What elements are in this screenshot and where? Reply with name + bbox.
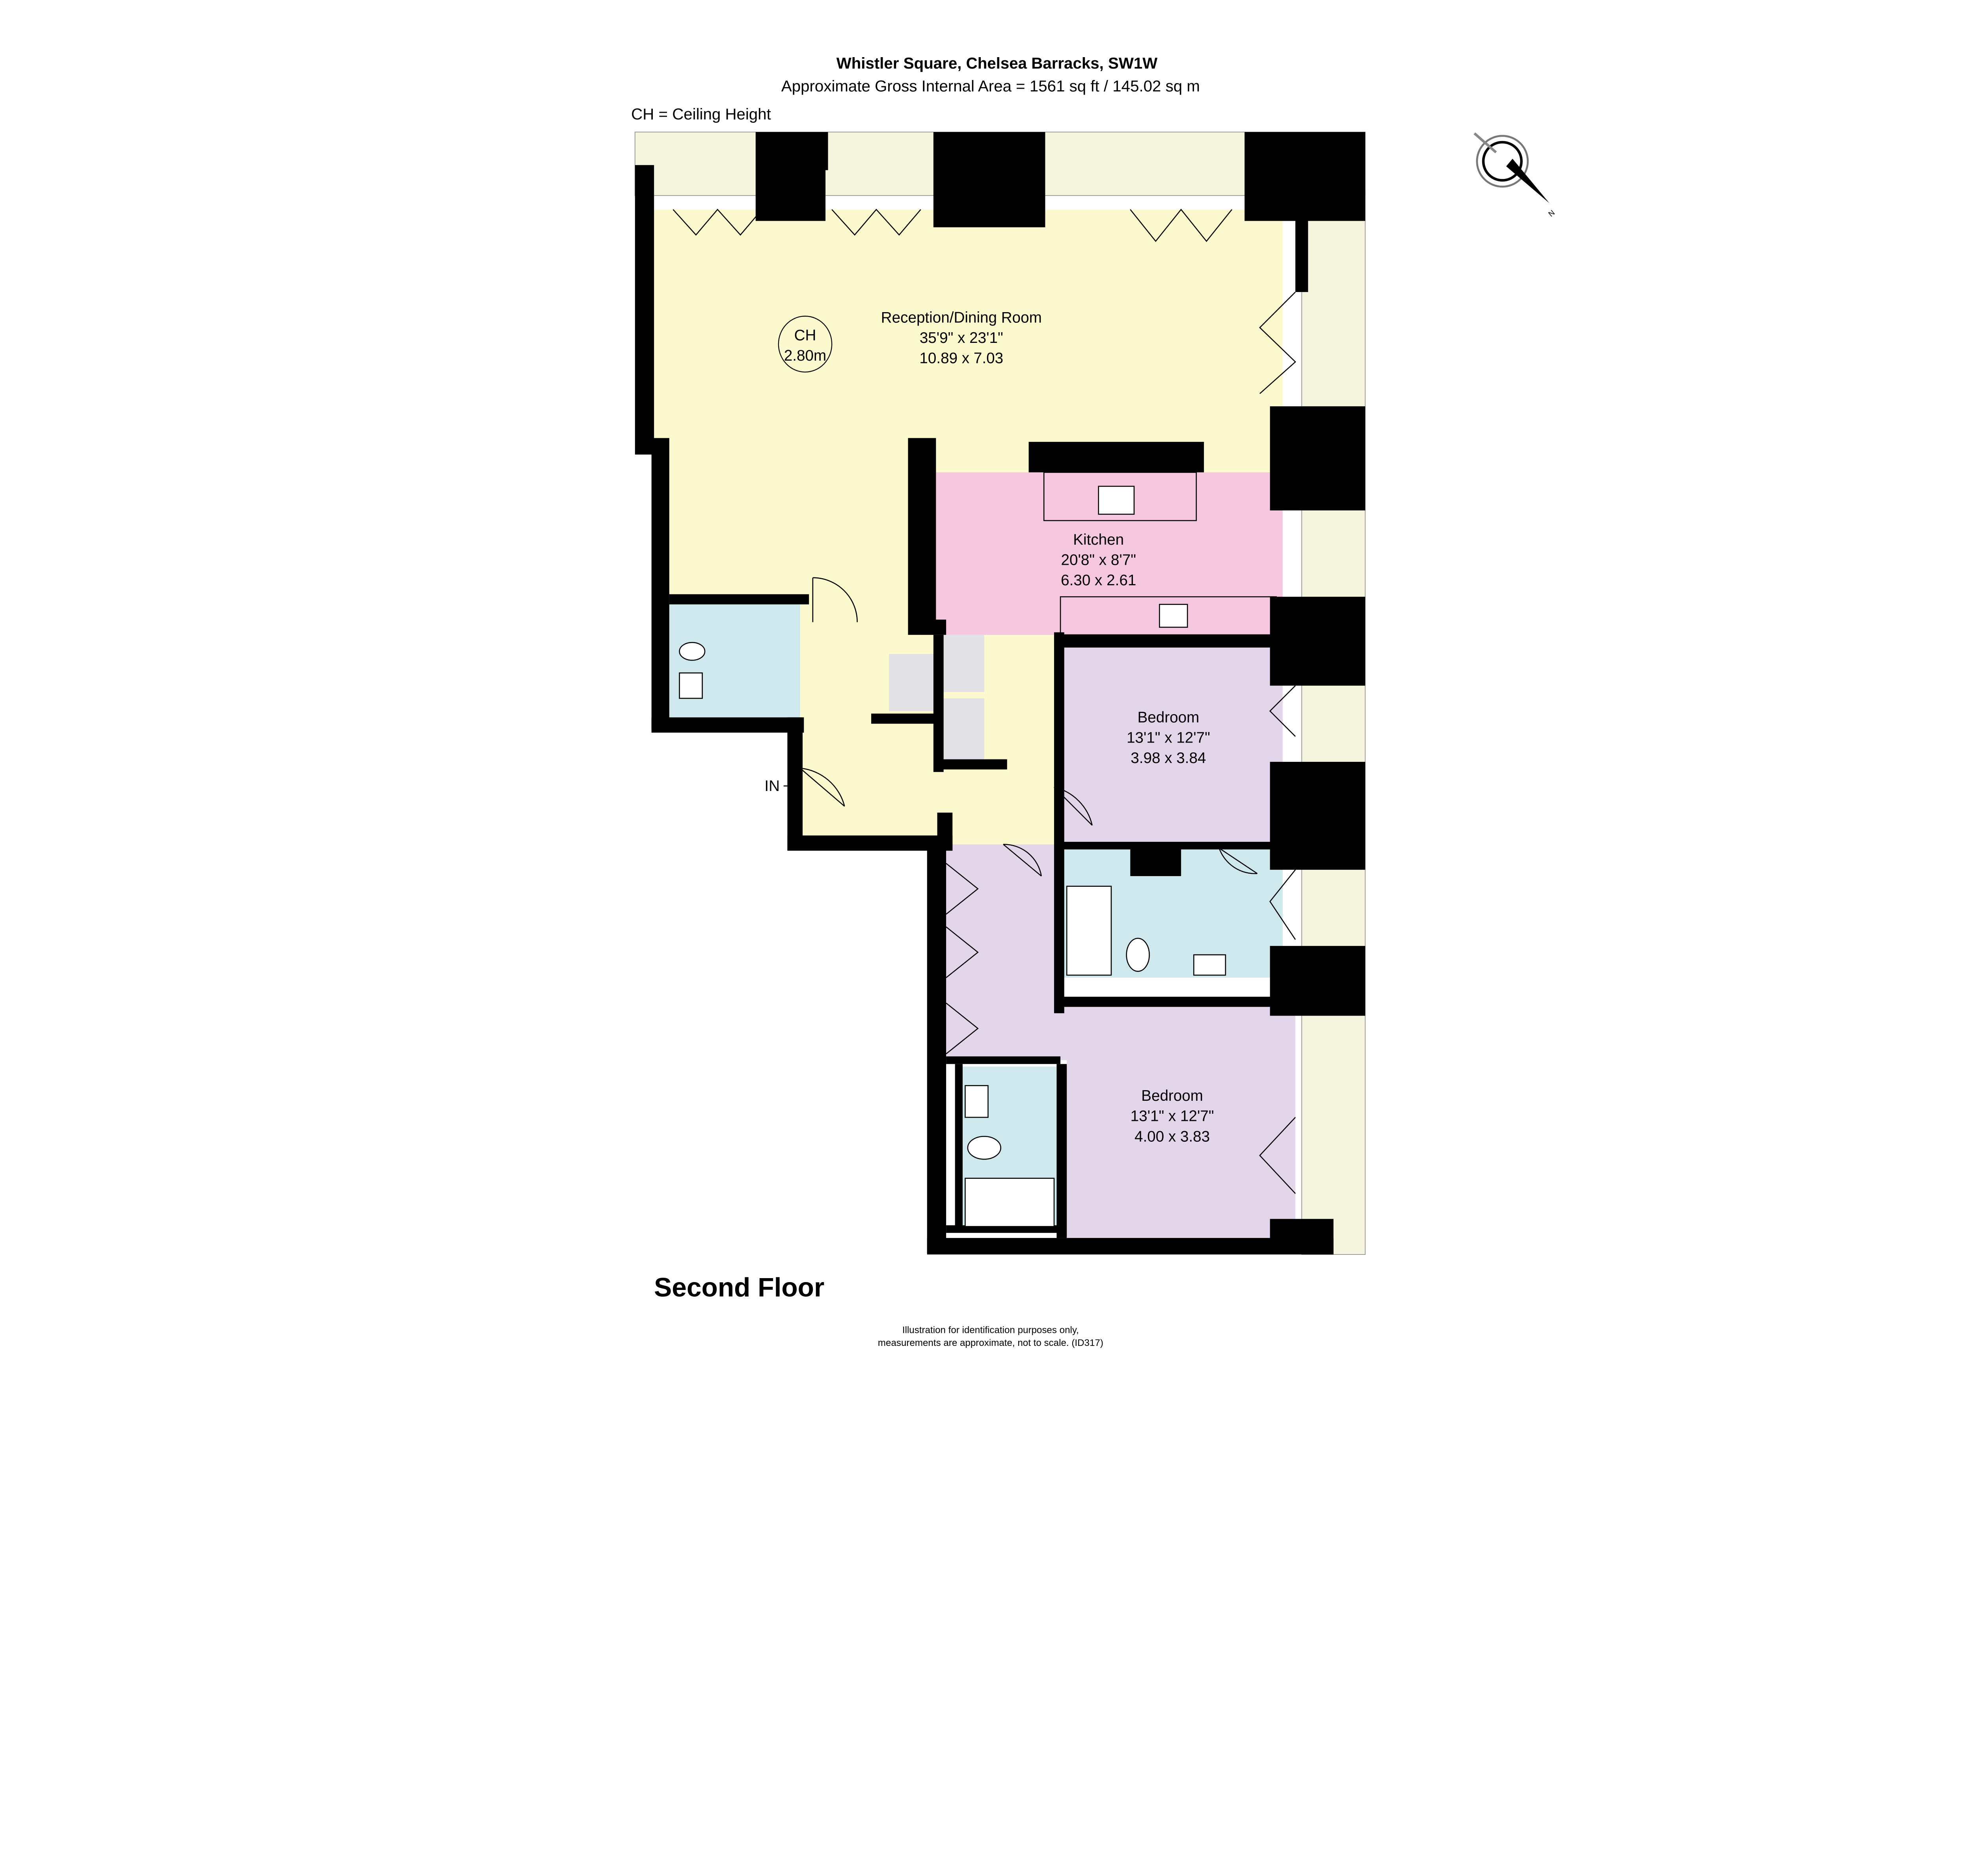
room-name: Bedroom xyxy=(1138,709,1200,726)
disclaimer-line-2: measurements are approximate, not to sca… xyxy=(878,1338,1103,1348)
room-label-kitchen: Kitchen 20'8" x 8'7" 6.30 x 2.61 xyxy=(1061,531,1136,589)
cupboard xyxy=(889,654,933,711)
shower-icon xyxy=(965,1178,1055,1227)
room-name: Reception/Dining Room xyxy=(881,309,1042,326)
entrance-marker: IN xyxy=(764,778,802,795)
disclaimer-line-1: Illustration for identification purposes… xyxy=(902,1325,1079,1336)
room-dimensions-metric: 4.00 x 3.83 xyxy=(1135,1128,1210,1145)
ceiling-height-value: 2.80m xyxy=(784,347,826,364)
room-dimensions-metric: 10.89 x 7.03 xyxy=(919,350,1003,367)
toilet-icon xyxy=(1126,938,1150,972)
room-dimensions-imperial: 13'1" x 12'7" xyxy=(1127,730,1210,746)
basin-icon xyxy=(965,1085,989,1118)
entrance-arrow-icon xyxy=(783,778,802,794)
fixtures xyxy=(679,486,1226,1227)
wc-area xyxy=(669,603,800,730)
room-label-reception: Reception/Dining Room 35'9" x 23'1" 10.8… xyxy=(881,309,1042,367)
doors xyxy=(673,208,1296,1194)
room-dimensions-imperial: 20'8" x 8'7" xyxy=(1061,552,1136,569)
bedroom-2-area xyxy=(946,844,1296,1238)
room-name: Kitchen xyxy=(1073,531,1124,548)
floor-label: Second Floor xyxy=(654,1273,824,1302)
hob-icon xyxy=(1098,486,1135,515)
cupboard xyxy=(940,635,984,692)
basin-icon xyxy=(1193,954,1226,976)
ceiling-height-legend: CH = Ceiling Height xyxy=(631,105,771,123)
bedroom-1-area xyxy=(1060,648,1283,845)
room-label-bedroom-1: Bedroom 13'1" x 12'7" 3.98 x 3.84 xyxy=(1127,709,1210,767)
floor-plan: Whistler Square, Chelsea Barracks, SW1W … xyxy=(631,54,1556,1348)
room-name: Bedroom xyxy=(1141,1087,1203,1104)
compass-icon: N xyxy=(1474,132,1556,218)
room-dimensions-imperial: 13'1" x 12'7" xyxy=(1131,1108,1214,1125)
room-label-bedroom-2: Bedroom 13'1" x 12'7" 4.00 x 3.83 xyxy=(1131,1087,1214,1145)
plan-title: Whistler Square, Chelsea Barracks, SW1W xyxy=(836,54,1158,72)
compass-north-label: N xyxy=(1546,208,1556,218)
bath-icon xyxy=(1066,886,1112,976)
toilet-icon xyxy=(679,642,706,661)
sink-icon xyxy=(1159,604,1188,628)
basin-icon xyxy=(679,672,703,699)
cupboard xyxy=(940,698,984,759)
gross-area: Approximate Gross Internal Area = 1561 s… xyxy=(781,77,1200,95)
room-dimensions-metric: 3.98 x 3.84 xyxy=(1131,750,1206,767)
entrance-label: IN xyxy=(764,778,780,795)
toilet-icon xyxy=(967,1136,1001,1160)
walls xyxy=(635,132,1366,1254)
room-dimensions-metric: 6.30 x 2.61 xyxy=(1061,572,1136,589)
ceiling-height-marker: CH 2.80m xyxy=(778,316,833,373)
room-dimensions-imperial: 35'9" x 23'1" xyxy=(920,329,1003,346)
ceiling-height-label: CH xyxy=(794,327,816,344)
